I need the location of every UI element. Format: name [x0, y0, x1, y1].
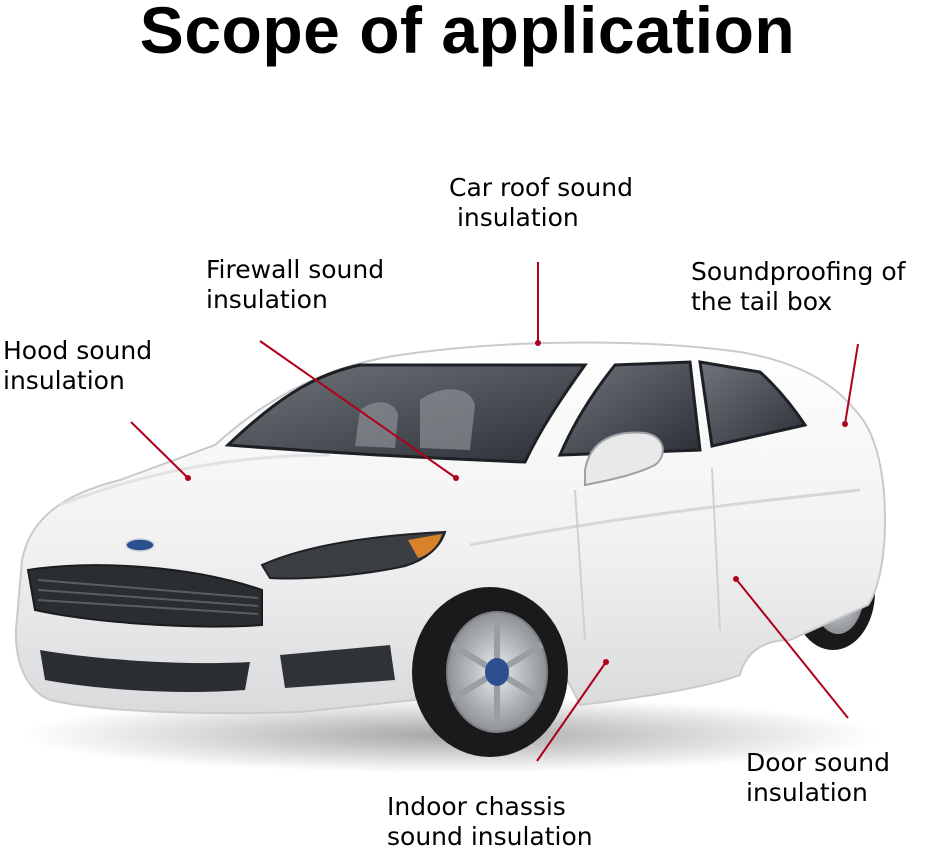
callout-chassis-line-2: sound insulation	[387, 822, 593, 850]
callout-firewall-line-2: insulation	[206, 285, 328, 314]
callout-door-line-2: insulation	[746, 778, 868, 807]
callout-hood: Hood sound insulation	[3, 336, 152, 396]
rear-side-window	[698, 360, 808, 448]
callout-chassis: Indoor chassis sound insulation	[387, 792, 593, 850]
leader-dot-tail-box	[842, 421, 848, 427]
callout-tail-box: Soundproofing of the tail box	[691, 257, 905, 317]
front-side-window	[557, 360, 702, 457]
fog-light-housing	[280, 645, 395, 688]
leader-line-door	[735, 578, 849, 719]
seat-silhouette	[355, 389, 475, 450]
windshield	[224, 363, 588, 464]
leader-dot-chassis	[603, 659, 609, 665]
leader-dot-car-roof	[535, 340, 541, 346]
body-crease	[469, 488, 861, 547]
leader-dot-firewall	[453, 475, 459, 481]
callout-door: Door sound insulation	[746, 748, 890, 808]
door-seam	[574, 467, 721, 641]
leader-dot-door	[733, 576, 739, 582]
grille-bars	[37, 579, 259, 615]
side-mirror	[584, 431, 664, 487]
hood-line	[59, 453, 331, 507]
callout-car-roof-line-2: insulation	[449, 203, 579, 232]
page-title: Scope of application	[139, 0, 796, 67]
front-wheel	[412, 587, 568, 757]
callout-hood-line-2: insulation	[3, 366, 125, 395]
callout-car-roof-line-1: Car roof sound	[449, 173, 633, 202]
callout-chassis-line-1: Indoor chassis	[387, 792, 566, 821]
leader-lines	[130, 262, 859, 762]
leader-dots	[185, 340, 848, 665]
lower-intake	[40, 650, 250, 692]
leader-line-tail-box	[844, 343, 859, 425]
leader-dot-hood	[185, 475, 191, 481]
callout-car-roof: Car roof sound insulation	[449, 173, 633, 233]
callout-firewall-line-1: Firewall sound	[206, 255, 385, 284]
callout-door-line-1: Door sound	[746, 748, 890, 777]
callout-firewall: Firewall sound insulation	[206, 255, 384, 315]
brand-badge	[125, 538, 155, 552]
leader-line-hood	[130, 421, 189, 479]
callout-hood-line-1: Hood sound	[3, 336, 153, 365]
headlight	[260, 530, 447, 580]
callout-tail-box-line-1: Soundproofing of	[691, 257, 906, 286]
callout-tail-box-line-2: the tail box	[691, 287, 833, 316]
headlight-amber	[408, 534, 442, 558]
leader-line-chassis	[536, 661, 607, 762]
leader-line-firewall	[259, 340, 457, 479]
